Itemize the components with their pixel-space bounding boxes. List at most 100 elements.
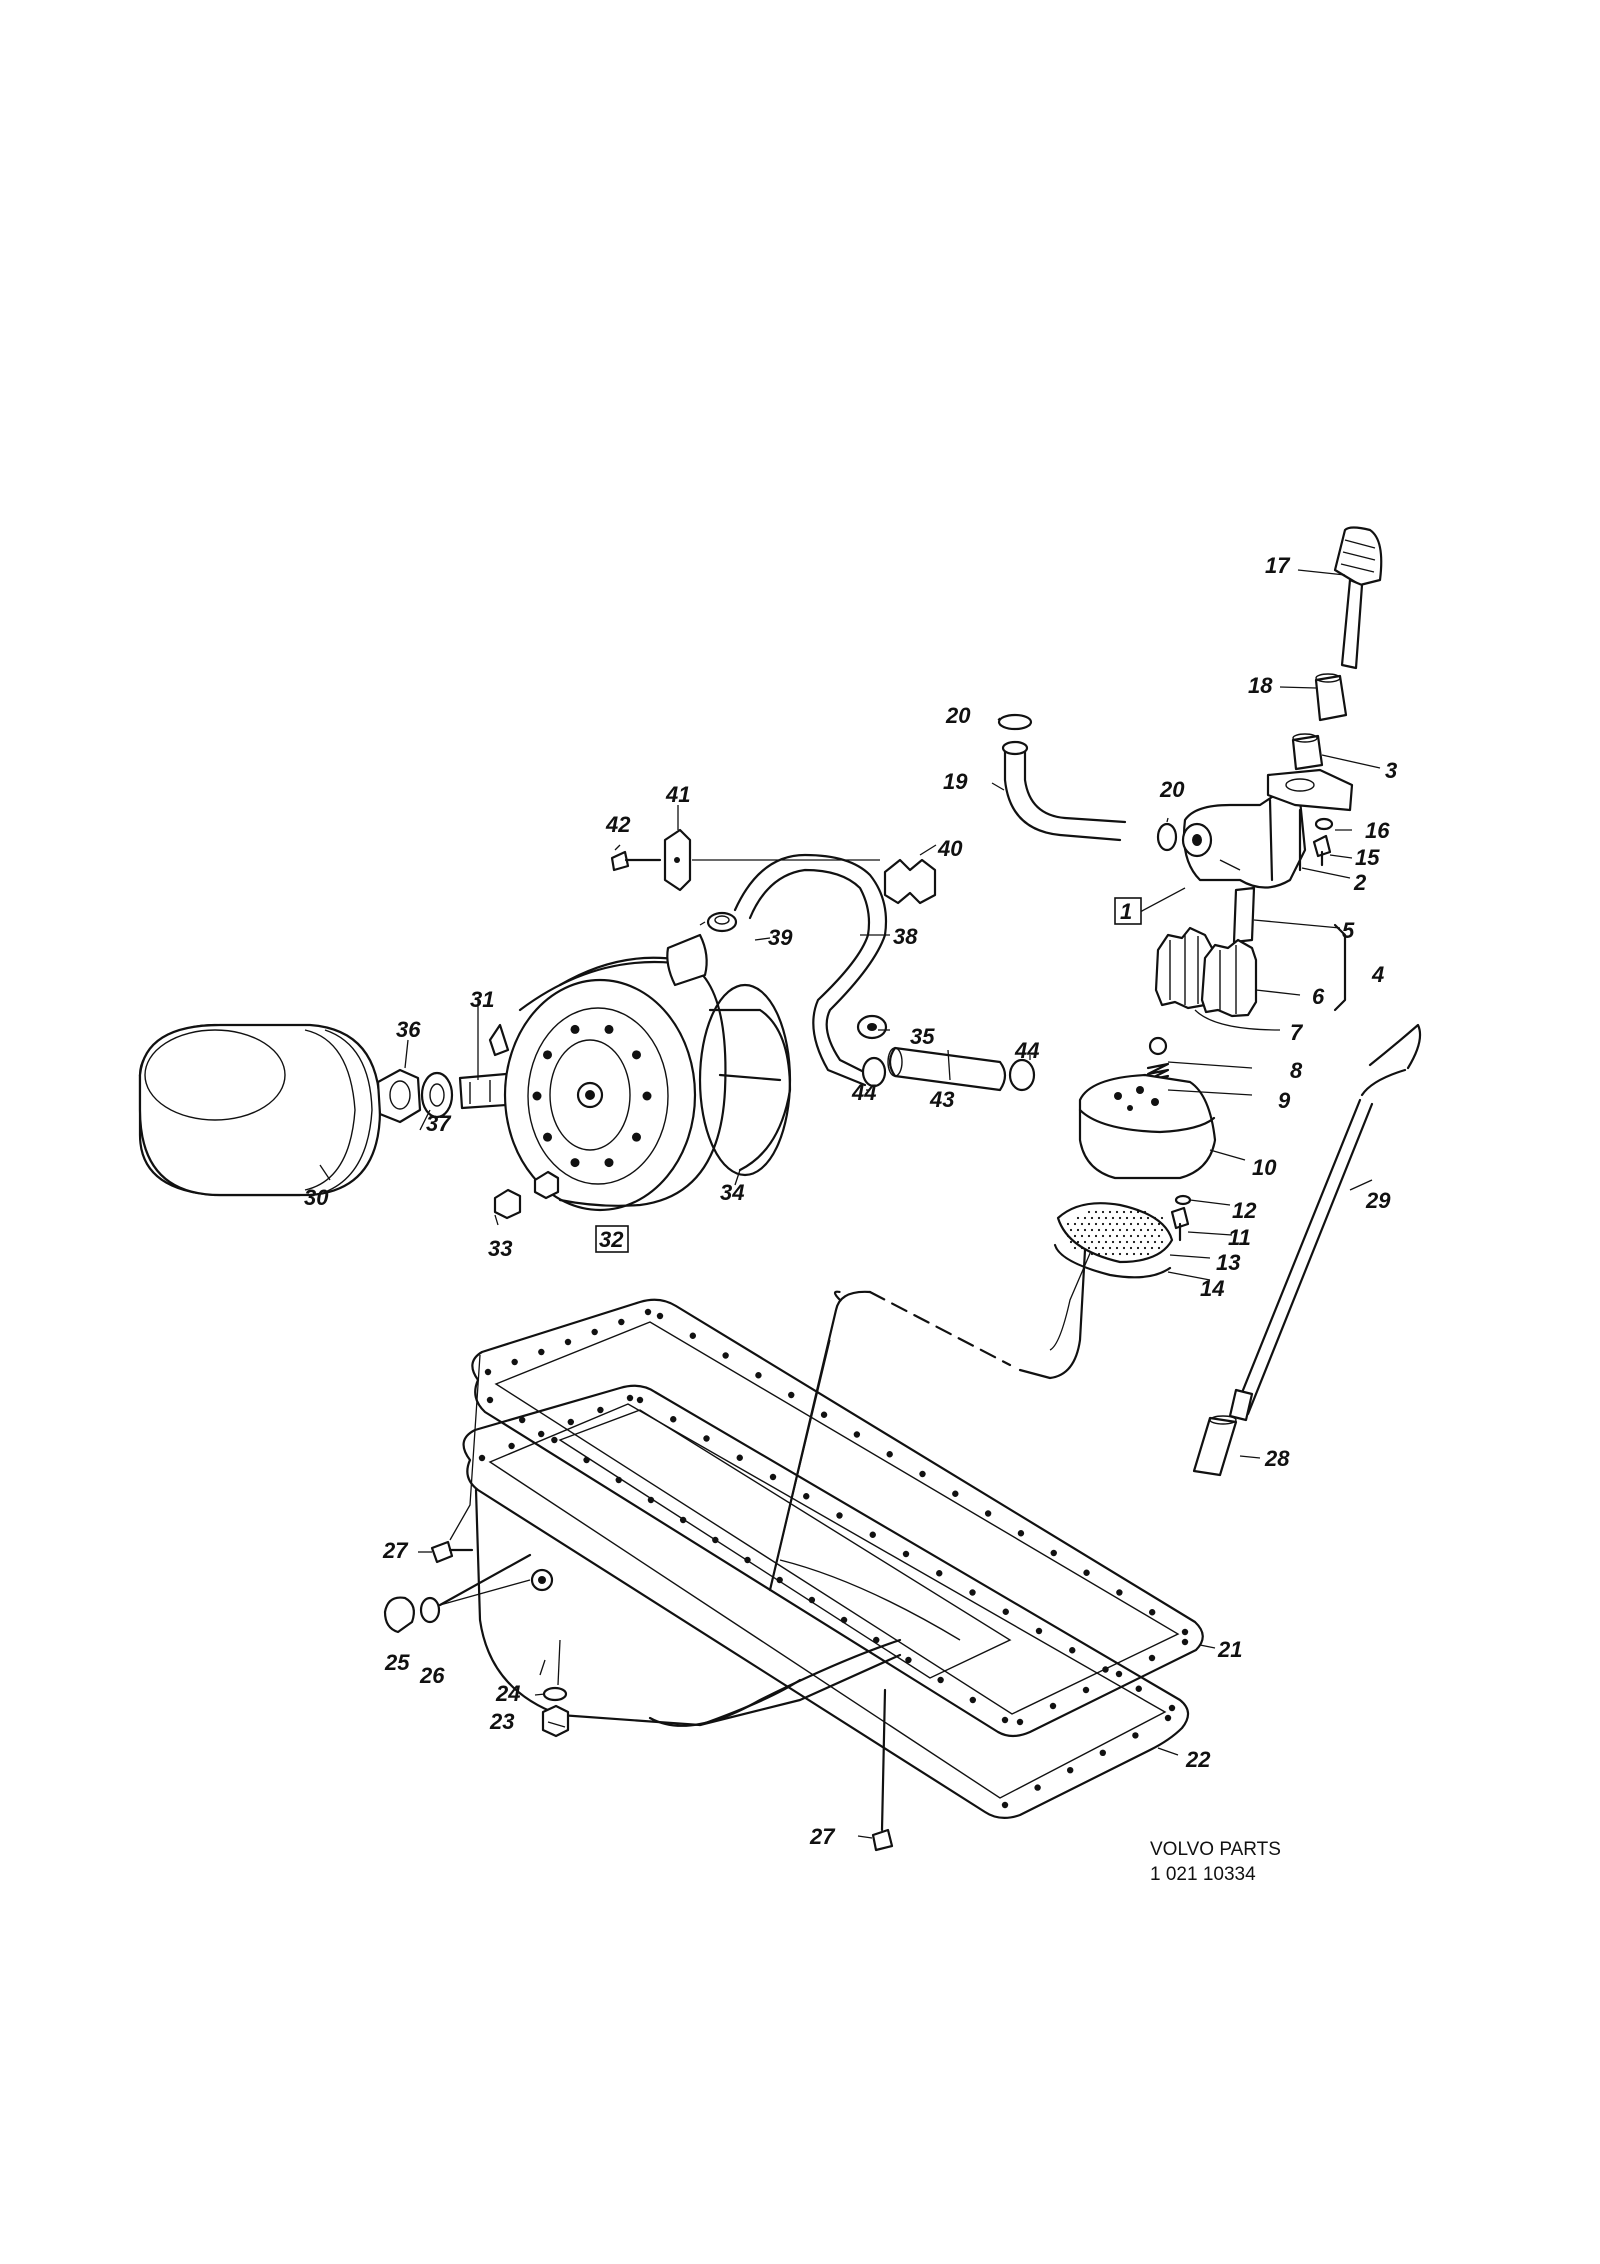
part-label: 44 bbox=[851, 1080, 876, 1105]
part-label: 19 bbox=[943, 769, 968, 794]
part-label: 22 bbox=[1185, 1747, 1211, 1772]
leader-lines bbox=[319, 569, 1381, 1839]
clamp-44-right bbox=[1008, 1058, 1036, 1092]
hole bbox=[1150, 1222, 1154, 1226]
part-label: 35 bbox=[910, 1024, 935, 1049]
hole bbox=[952, 1490, 959, 1497]
hole bbox=[1097, 1216, 1101, 1220]
hole bbox=[808, 1596, 816, 1604]
part-label: 9 bbox=[1278, 1088, 1291, 1113]
part-label: 15 bbox=[1355, 845, 1380, 870]
sleeve-3 bbox=[1291, 733, 1324, 771]
hole bbox=[853, 1431, 861, 1438]
hole bbox=[788, 1391, 795, 1399]
plug-25 bbox=[383, 1596, 415, 1634]
hole bbox=[1160, 1216, 1164, 1220]
hole bbox=[1116, 1589, 1123, 1596]
hole bbox=[1066, 1234, 1070, 1238]
hole bbox=[1115, 1670, 1123, 1678]
washer-37 bbox=[420, 1071, 454, 1119]
hole bbox=[1164, 1714, 1172, 1722]
tube-43 bbox=[887, 1046, 1007, 1092]
hole bbox=[1111, 1240, 1115, 1244]
hole bbox=[1104, 1252, 1108, 1256]
hole bbox=[1094, 1234, 1098, 1238]
part-label: 44 bbox=[1014, 1038, 1039, 1063]
hole bbox=[1153, 1240, 1157, 1244]
hole bbox=[1168, 1704, 1176, 1712]
part-label: 28 bbox=[1264, 1446, 1290, 1471]
part-label: 34 bbox=[720, 1180, 744, 1205]
hole bbox=[1129, 1246, 1133, 1250]
washer-26 bbox=[419, 1596, 441, 1624]
hole bbox=[1104, 1240, 1108, 1244]
hole bbox=[919, 1470, 926, 1478]
bracket-4 bbox=[1333, 923, 1347, 1012]
hole bbox=[679, 1516, 687, 1524]
hole bbox=[631, 1132, 641, 1142]
hole bbox=[1067, 1767, 1074, 1774]
hole bbox=[712, 1536, 719, 1544]
hole bbox=[1087, 1222, 1091, 1226]
hole bbox=[905, 1656, 912, 1664]
hose-38 bbox=[733, 853, 888, 1087]
hole bbox=[656, 1312, 664, 1320]
hole bbox=[803, 1493, 810, 1500]
hole bbox=[1076, 1216, 1080, 1220]
hole bbox=[1090, 1240, 1094, 1244]
hole bbox=[1143, 1246, 1147, 1250]
hole bbox=[1090, 1216, 1094, 1220]
clip-40 bbox=[883, 858, 937, 905]
part-label: 8 bbox=[1290, 1058, 1303, 1083]
hole bbox=[538, 1348, 545, 1356]
hole bbox=[1115, 1222, 1119, 1226]
hole bbox=[936, 1570, 943, 1577]
hole bbox=[1101, 1234, 1105, 1238]
hole bbox=[1035, 1627, 1043, 1635]
part-label: 30 bbox=[304, 1185, 329, 1210]
part-label: 32 bbox=[599, 1227, 624, 1252]
washer-16 bbox=[1314, 817, 1334, 831]
hole bbox=[1153, 1228, 1157, 1232]
hole bbox=[551, 1436, 558, 1444]
hole bbox=[486, 1396, 494, 1404]
hole bbox=[820, 1411, 828, 1418]
hole bbox=[1111, 1252, 1115, 1256]
plug-23 bbox=[541, 1704, 570, 1738]
part-label: 27 bbox=[809, 1824, 836, 1849]
hole bbox=[755, 1372, 762, 1379]
hole bbox=[1111, 1228, 1115, 1232]
part-label: 12 bbox=[1232, 1198, 1257, 1223]
hole bbox=[873, 1636, 880, 1644]
part-label: 37 bbox=[426, 1111, 452, 1136]
hole bbox=[1132, 1240, 1136, 1244]
hole bbox=[567, 1418, 574, 1426]
hole bbox=[1001, 1716, 1009, 1724]
hole bbox=[1101, 1210, 1105, 1214]
hole bbox=[1118, 1252, 1122, 1256]
hole bbox=[615, 1476, 622, 1484]
hole bbox=[1097, 1228, 1101, 1232]
hole bbox=[1099, 1749, 1107, 1757]
hole bbox=[1139, 1228, 1143, 1232]
part-label: 10 bbox=[1252, 1155, 1277, 1180]
bolt-11 bbox=[1170, 1206, 1190, 1242]
part-label: 2 bbox=[1353, 870, 1367, 895]
hole bbox=[1146, 1240, 1150, 1244]
hole bbox=[1076, 1228, 1080, 1232]
dipstick-29 bbox=[1228, 1023, 1422, 1422]
hole bbox=[1087, 1246, 1091, 1250]
hole bbox=[1146, 1216, 1150, 1220]
hole bbox=[1073, 1234, 1077, 1238]
hole bbox=[1108, 1246, 1112, 1250]
hole bbox=[1157, 1246, 1161, 1250]
bolt-27-lower bbox=[871, 1688, 894, 1852]
washer-20-side bbox=[1156, 822, 1178, 852]
hole bbox=[1102, 1666, 1109, 1673]
hole bbox=[618, 1318, 625, 1326]
part-label: 21 bbox=[1217, 1637, 1242, 1662]
hole bbox=[538, 1430, 545, 1438]
part-label: 36 bbox=[396, 1017, 421, 1042]
part-label: 4 bbox=[1371, 962, 1384, 987]
part-label: 6 bbox=[1312, 984, 1325, 1009]
